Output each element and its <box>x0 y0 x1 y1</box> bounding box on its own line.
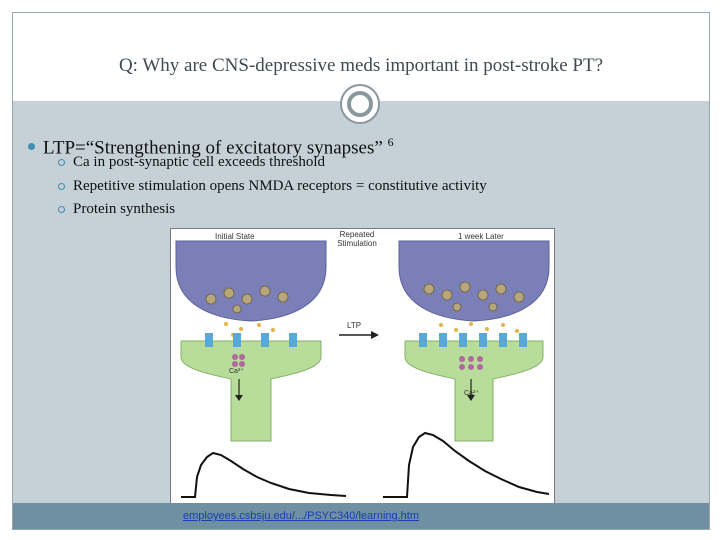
ca-arrowhead-right-icon <box>467 395 475 401</box>
synapse-illustration <box>175 240 550 498</box>
label-initial-state: Initial State <box>215 232 255 241</box>
ca-arrowhead-left-icon <box>235 395 243 401</box>
label-ca-left: Ca²⁺ <box>229 368 244 375</box>
sub-bullet-text: Ca in post-synaptic cell exceeds thresho… <box>73 154 326 170</box>
sub-bullet-ring-icon <box>58 183 65 190</box>
label-ltp: LTP <box>347 321 362 330</box>
epsp-trace-before <box>181 451 347 498</box>
sub-bullet-1: Ca in post-synaptic cell exceeds thresho… <box>58 154 326 171</box>
receptors-left <box>205 333 297 347</box>
circle-ornament-icon <box>340 84 380 124</box>
slide-title: Q: Why are CNS-depressive meds important… <box>118 55 604 76</box>
ltp-synapse-figure: Initial State Repeated Stimulation 1 wee… <box>170 228 555 529</box>
epsp-trace-after <box>383 431 550 498</box>
postsynaptic-spine-right <box>404 340 544 442</box>
slide: Q: Why are CNS-depressive meds important… <box>12 12 710 530</box>
source-link[interactable]: employees.csbsju.edu/.../PSYC340/learnin… <box>183 510 420 522</box>
transmitter-dots-right <box>439 322 519 333</box>
ca-ions-left <box>232 354 245 367</box>
label-ca-right: Ca²⁺ <box>464 390 479 397</box>
presynaptic-terminal-left <box>175 240 327 322</box>
ltp-arrowhead-icon <box>371 331 379 339</box>
postsynaptic-spine-left <box>180 340 322 442</box>
sub-bullet-ring-icon <box>58 159 65 166</box>
ca-ions-right <box>459 356 483 370</box>
receptors-right <box>419 333 527 347</box>
sub-bullet-text: Repetitive stimulation opens NMDA recept… <box>73 178 487 194</box>
circle-ornament-inner <box>347 91 373 117</box>
sub-bullet-2: Repetitive stimulation opens NMDA recept… <box>58 178 487 195</box>
vesicles-right <box>423 281 525 312</box>
vesicles-left <box>205 285 289 314</box>
label-one-week-later: 1 week Later <box>458 232 504 241</box>
label-repeated-stimulation: Repeated Stimulation <box>337 230 377 248</box>
presynaptic-terminal-right <box>398 240 550 322</box>
sub-bullet-ring-icon <box>58 206 65 213</box>
bullet-dot-icon <box>28 143 35 150</box>
main-bullet-text: LTP=“Strengthening of excitatory synapse… <box>43 137 383 159</box>
sub-bullet-text: Protein synthesis <box>73 201 176 217</box>
sub-bullet-3: Protein synthesis <box>58 201 176 218</box>
footer-bar <box>13 503 709 529</box>
main-bullet: LTP=“Strengthening of excitatory synapse… <box>28 135 394 159</box>
citation-superscript: 6 <box>387 135 394 149</box>
